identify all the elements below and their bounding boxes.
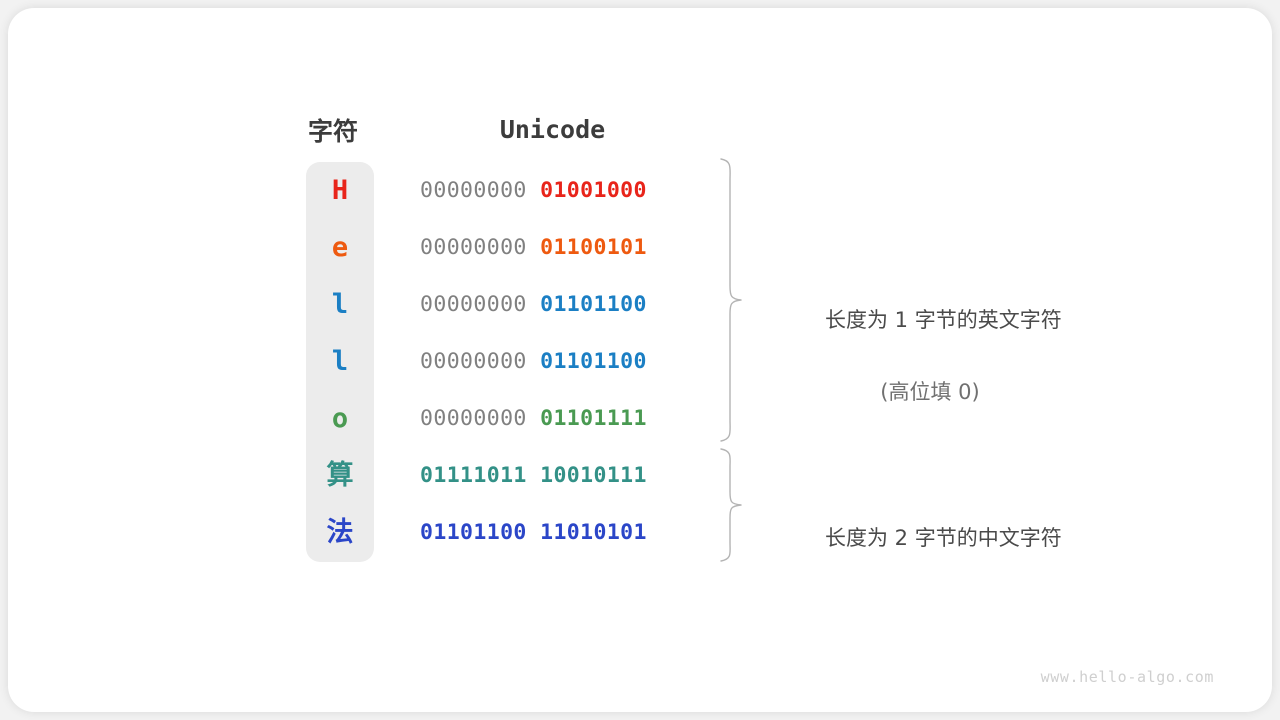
annotation-cjk: 长度为 2 字节的中文字符	[760, 484, 1100, 592]
column-header-unicode: Unicode	[499, 115, 606, 144]
table-row: 算 01111011 10010111	[290, 447, 710, 504]
column-header-character: 字符	[307, 117, 358, 146]
table-row: 法 01101100 11010101	[290, 504, 710, 561]
table-row: l 00000000 01101100	[290, 276, 710, 333]
character-cell: 法	[326, 517, 354, 548]
unicode-value-bits: 01111011 10010111	[420, 463, 647, 488]
unicode-cell: 00000000 01101111	[420, 390, 685, 447]
character-column-background	[306, 162, 374, 562]
character-cell: H	[331, 175, 349, 206]
unicode-value-bits: 01101100	[540, 292, 647, 317]
unicode-value-bits: 01101100 11010101	[420, 520, 647, 545]
unicode-padding-bits: 00000000	[420, 178, 541, 203]
brace-cjk-group	[720, 448, 742, 562]
unicode-value-bits: 01101100	[540, 349, 647, 374]
figure-card	[8, 8, 1272, 712]
unicode-padding-bits: 00000000	[420, 349, 541, 374]
character-cell: l	[331, 289, 349, 320]
table-row: o 00000000 01101111	[290, 390, 710, 447]
unicode-value-bits: 01100101	[540, 235, 647, 260]
table-row: l 00000000 01101100	[290, 333, 710, 390]
unicode-cell: 00000000 01100101	[420, 219, 685, 276]
annotation-cjk-main: 长度为 2 字节的中文字符	[824, 526, 1062, 550]
brace-ascii-group	[720, 158, 742, 442]
unicode-table: 字符 Unicode H 00000000 01001000 e 00000000 0…	[290, 100, 710, 570]
annotation-ascii: 长度为 1 字节的英文字符 (高位填 0)	[760, 266, 1100, 482]
unicode-padding-bits: 00000000	[420, 406, 541, 431]
unicode-value-bits: 01101111	[540, 406, 647, 431]
unicode-value-bits: 01001000	[540, 178, 647, 203]
annotation-ascii-sub: (高位填 0)	[880, 380, 980, 404]
unicode-cell: 01101100 11010101	[420, 504, 685, 561]
annotation-ascii-main: 长度为 1 字节的英文字符	[824, 308, 1062, 332]
unicode-cell: 01111011 10010111	[420, 447, 685, 504]
watermark: www.hello-algo.com	[1040, 668, 1214, 686]
unicode-padding-bits: 00000000	[420, 292, 541, 317]
table-row: H 00000000 01001000	[290, 162, 710, 219]
character-cell: 算	[326, 460, 354, 491]
character-cell: e	[331, 232, 349, 263]
unicode-cell: 00000000 01101100	[420, 333, 685, 390]
unicode-padding-bits: 00000000	[420, 235, 541, 260]
character-cell: l	[331, 346, 349, 377]
unicode-cell: 00000000 01001000	[420, 162, 685, 219]
unicode-cell: 00000000 01101100	[420, 276, 685, 333]
character-cell: o	[331, 403, 349, 434]
table-row: e 00000000 01100101	[290, 219, 710, 276]
